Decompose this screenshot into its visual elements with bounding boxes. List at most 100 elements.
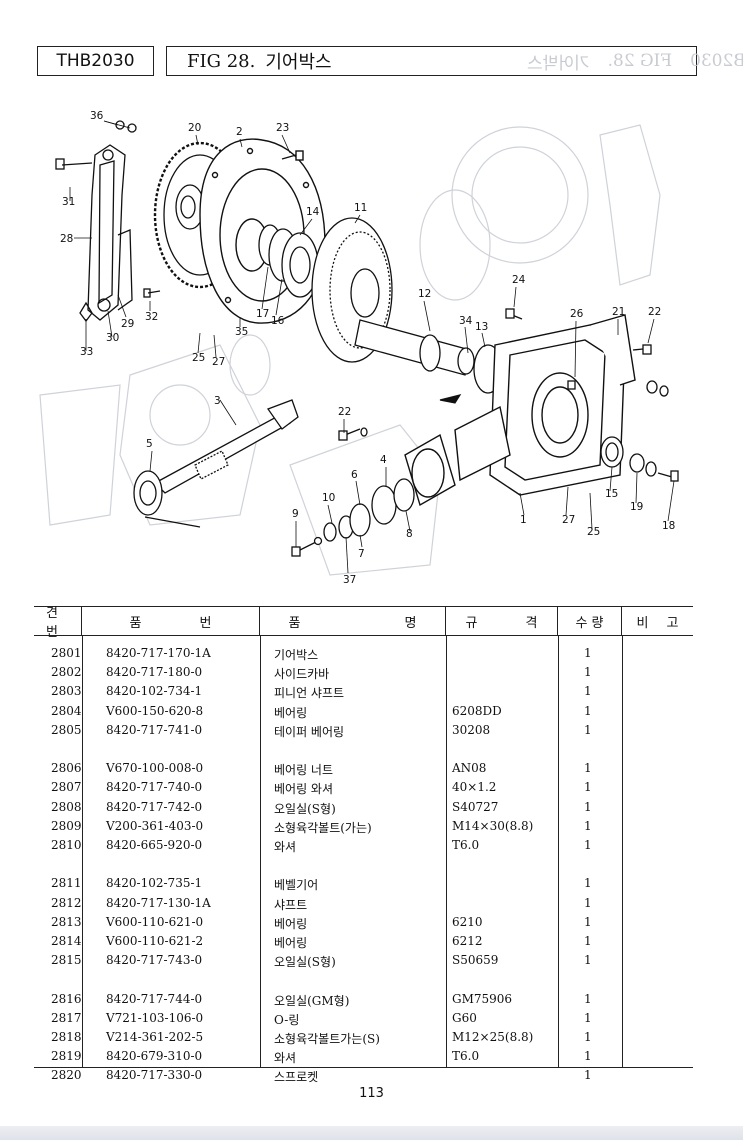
col-header-part-name: 품 명 [260, 607, 446, 635]
cell-spec: M14×30(8.8) [452, 818, 534, 833]
cell-name: 베벨기어 [274, 878, 319, 893]
col-header-note: 비 고 [636, 615, 679, 631]
callout: 9 [292, 508, 299, 520]
callout: 34 [459, 315, 473, 327]
callout: 20 [188, 122, 201, 134]
cell-name: 사이드카바 [274, 667, 330, 682]
cell-no: 2805 [51, 722, 82, 737]
gearbox-housing [404, 314, 636, 507]
cell-spec: M12×25(8.8) [452, 1030, 534, 1044]
model-label-box: THB2030 [37, 46, 154, 76]
cell-no: 2804 [51, 703, 82, 718]
parts-table: 견 번 품 번 품 명 규 격 수 량 비 고 2801 8420-717-170… [34, 606, 693, 1084]
cell-part: 8420-102-734-1 [106, 684, 203, 699]
cell-spec: 6210 [452, 914, 483, 929]
callout: 12 [418, 288, 431, 300]
cell-part: 8420-717-170-1A [106, 646, 211, 660]
callout: 2 [236, 126, 243, 138]
callout: 23 [276, 122, 289, 134]
cell-no: 2808 [51, 799, 82, 814]
figure-title: 기어박스 [265, 52, 332, 73]
cell-no: 2818 [51, 1030, 82, 1044]
cell-no: 2812 [51, 895, 82, 910]
cell-qty: 1 [584, 780, 592, 795]
cell-no: 2809 [51, 818, 82, 833]
callout: 36 [90, 110, 104, 122]
cell-part: 8420-665-920-0 [106, 838, 203, 852]
cell-part: 8420-717-330-0 [106, 1068, 203, 1083]
cell-qty: 1 [584, 1030, 592, 1044]
callout: 31 [62, 196, 75, 208]
cell-qty: 1 [584, 722, 592, 737]
cell-qty: 1 [584, 799, 592, 814]
cell-part: 8420-717-743-0 [106, 953, 203, 968]
cell-no: 2801 [51, 646, 82, 660]
cell-spec: 40×1.2 [452, 780, 497, 795]
cell-name: 베어링 너트 [274, 763, 334, 778]
callout: 19 [630, 501, 643, 513]
cell-spec: S50659 [452, 953, 499, 968]
cell-qty: 1 [584, 761, 592, 776]
cell-spec: S40727 [452, 799, 499, 814]
mirror-fig-label: FIG 28. [607, 51, 673, 71]
cell-qty: 1 [584, 914, 592, 929]
cell-part: 8420-717-744-0 [106, 991, 203, 1006]
cell-part: V670-100-008-0 [106, 761, 204, 776]
callout: 14 [306, 206, 320, 218]
cell-qty: 1 [584, 838, 592, 852]
cell-qty: 1 [584, 703, 592, 718]
callout: 8 [406, 528, 413, 540]
cell-part: V200-361-403-0 [106, 818, 204, 833]
cell-spec: T6.0 [452, 1049, 480, 1064]
cell-qty: 1 [584, 991, 592, 1006]
callout: 25 [587, 526, 600, 538]
cell-part: V600-110-621-0 [106, 914, 204, 929]
cell-part: 8420-717-130-1A [106, 895, 211, 910]
column-divider [558, 636, 559, 1067]
callout: 13 [475, 321, 488, 333]
callout: 5 [146, 438, 153, 450]
callout: 29 [121, 318, 134, 330]
callout: 7 [358, 548, 365, 560]
callout: 28 [60, 233, 73, 245]
callout: 27 [212, 356, 225, 368]
cell-qty: 1 [584, 895, 592, 910]
cell-spec: G60 [452, 1010, 477, 1025]
cell-qty: 1 [584, 1068, 592, 1083]
col-header-qty: 수 량 [558, 607, 622, 635]
cell-name: 베어링 [274, 936, 308, 950]
callout: 17 [256, 308, 269, 320]
page-number: 113 [359, 1086, 384, 1101]
column-divider [446, 636, 447, 1067]
cell-name: 와셔 [274, 1051, 297, 1066]
cell-name: 샤프트 [274, 897, 308, 912]
figure-title-box: FIG 28. 기어박스 THB2030 FIG 28. 기어박스 [166, 46, 743, 76]
cell-spec: 30208 [452, 722, 491, 737]
callout-labels: 36 20 2 23 31 14 11 28 24 12 26 21 22 34… [60, 110, 675, 586]
scan-edge [0, 1126, 743, 1140]
callout: 30 [106, 332, 119, 344]
column-divider [622, 636, 623, 1067]
cell-name: 소형육각볼트(가는) [274, 820, 372, 835]
bearing-nut-stack [291, 308, 576, 557]
cell-no: 2817 [51, 1010, 82, 1025]
table-header: 견 번 품 번 품 명 규 격 수 량 비 고 [34, 606, 693, 640]
cell-qty: 1 [584, 953, 592, 968]
cell-part: 8420-679-310-0 [106, 1049, 203, 1064]
cell-no: 2806 [51, 761, 82, 776]
figure-label: FIG 28. [187, 50, 256, 72]
cell-part: V214-361-202-5 [106, 1030, 204, 1044]
cell-name: 베어링 와셔 [274, 782, 334, 797]
callout: 1 [520, 514, 527, 526]
callout: 22 [338, 406, 351, 418]
cell-name: O-링 [274, 1012, 300, 1027]
callout: 15 [605, 488, 618, 500]
cell-no: 2810 [51, 838, 82, 852]
col-header-item-no: 견 번 [34, 606, 82, 640]
callout: 27 [562, 514, 575, 526]
leader-lines [69, 120, 675, 574]
callout: 21 [612, 306, 625, 318]
cell-name: 오일실(GM형) [274, 993, 350, 1008]
cell-spec: GM75906 [452, 991, 513, 1006]
